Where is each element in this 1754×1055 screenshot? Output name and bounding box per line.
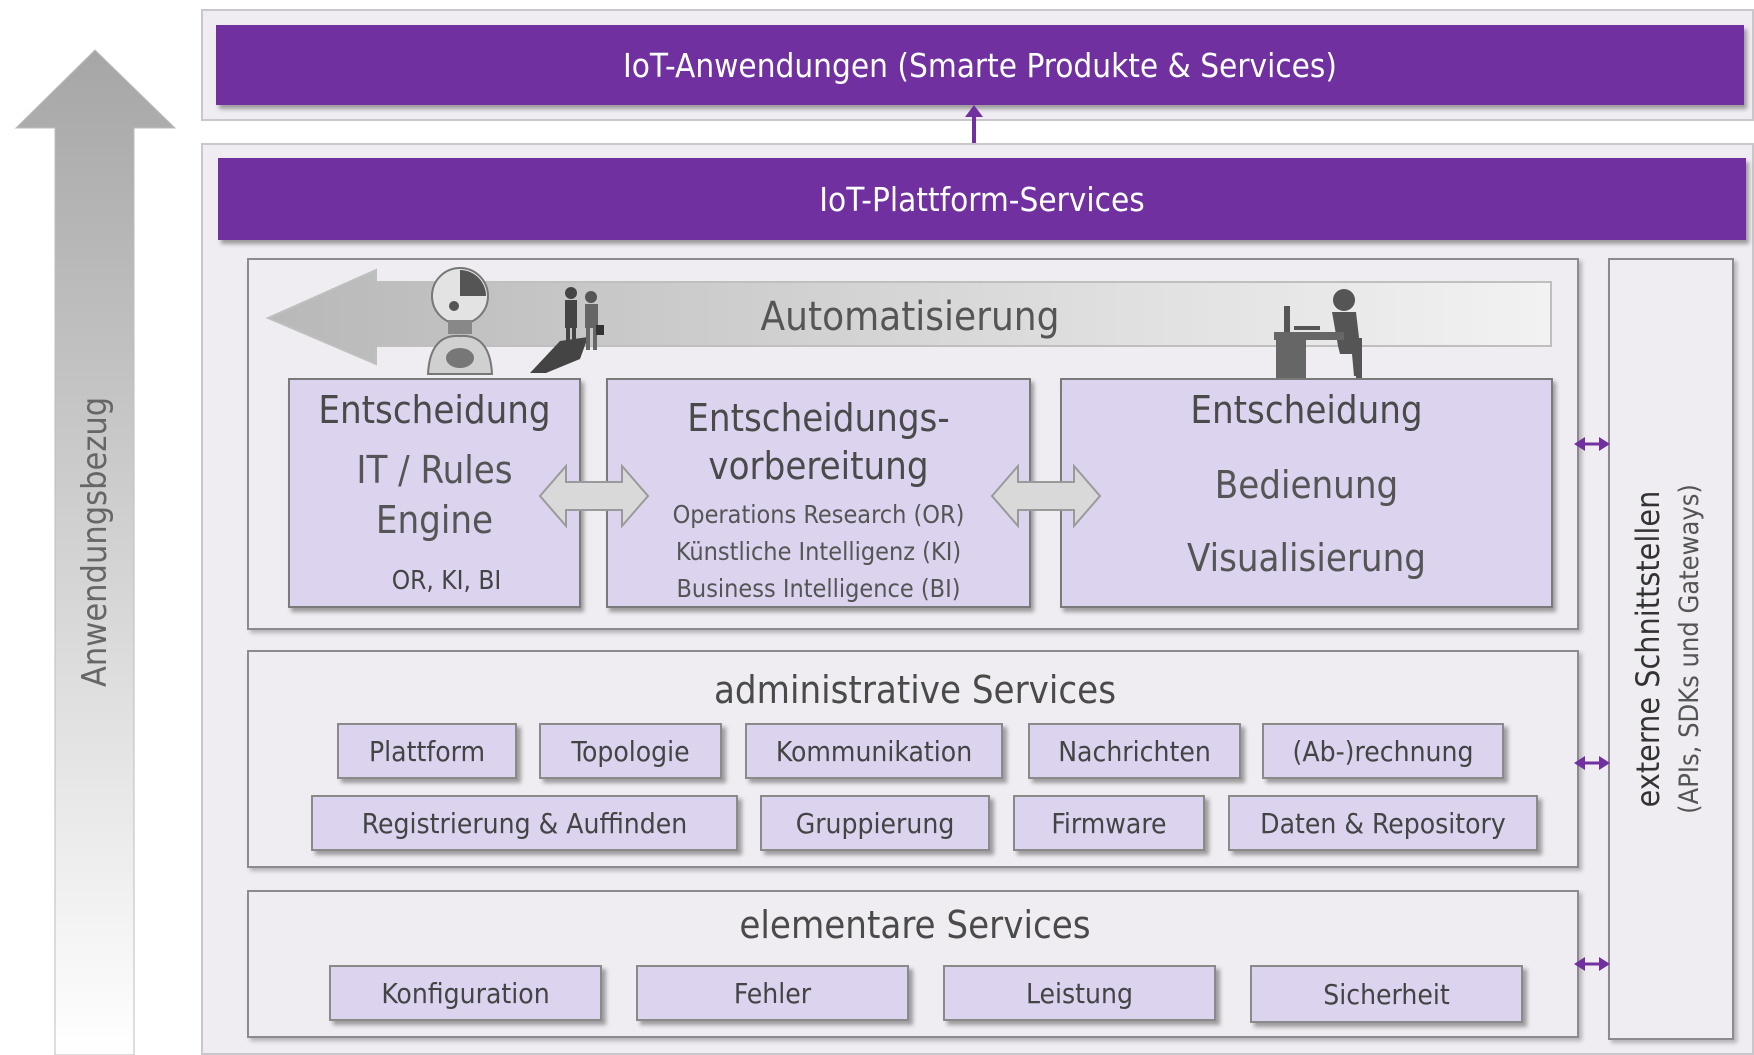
service-chip-fehler: Fehler xyxy=(636,965,909,1021)
horizontal-double-arrow-icon xyxy=(1574,437,1610,451)
service-chip-sicherheit: Sicherheit xyxy=(1250,965,1523,1023)
method-item: Künstliche Intelligenz (KI) xyxy=(675,537,962,566)
person-at-desk-icon xyxy=(1274,289,1362,380)
elementary-services-title: elementare Services xyxy=(739,903,1091,947)
administrative-services-title: administrative Services xyxy=(713,668,1117,712)
service-chip-registrierung: Registrierung & Auffinden xyxy=(311,795,738,851)
decision-box-it-rules: Entscheidung IT / Rules Engine OR, KI, B… xyxy=(288,378,581,608)
decision-box-line: Visualisierung xyxy=(1187,536,1426,580)
horizontal-double-arrow-icon xyxy=(1574,756,1610,770)
horizontal-double-arrow-icon xyxy=(1574,957,1610,971)
service-chip-leistung: Leistung xyxy=(943,965,1216,1021)
business-people-icon xyxy=(565,287,604,354)
external-interfaces-label: externe Schnittstellen (APIs, SDKs und G… xyxy=(1626,349,1716,949)
external-interfaces-title: externe Schnittstellen xyxy=(1629,490,1667,808)
service-chip-firmware: Firmware xyxy=(1013,795,1205,851)
double-arrow-icon xyxy=(990,463,1102,529)
decision-box-line: IT / Rules xyxy=(356,448,513,492)
decision-box-operation: Entscheidung Bedienung Visualisierung xyxy=(1060,378,1553,608)
service-chip-kommunikation: Kommunikation xyxy=(745,723,1003,779)
automation-label: Automatisierung xyxy=(760,294,1060,340)
external-interfaces-subtitle: (APIs, SDKs und Gateways) xyxy=(1674,484,1705,814)
double-arrow-icon xyxy=(538,463,650,529)
service-chip-plattform: Plattform xyxy=(337,723,517,779)
decision-preparation-box: Entscheidungs- vorbereitung Operations R… xyxy=(606,378,1031,608)
decision-box-line: Bedienung xyxy=(1214,463,1399,507)
decision-box-title: Entscheidung xyxy=(1190,388,1423,432)
service-chip-nachrichten: Nachrichten xyxy=(1028,723,1241,779)
decision-box-title: Entscheidungs- xyxy=(687,396,950,440)
robot-icon xyxy=(426,267,494,375)
decision-box-line: Engine xyxy=(375,498,494,542)
iot-applications-bar: IoT-Anwendungen (Smarte Produkte & Servi… xyxy=(216,25,1744,105)
iot-platform-services-bar: IoT-Plattform-Services xyxy=(218,158,1746,240)
external-interfaces-panel xyxy=(1608,258,1734,1040)
service-chip-konfiguration: Konfiguration xyxy=(329,965,602,1021)
service-chip-abrechnung: (Ab-)rechnung xyxy=(1262,723,1504,779)
decision-box-title: Entscheidung xyxy=(318,388,551,432)
service-chip-daten-repository: Daten & Repository xyxy=(1228,795,1538,851)
method-item: Operations Research (OR) xyxy=(672,500,965,529)
application-axis-arrow xyxy=(14,49,177,1055)
decision-box-line: OR, KI, BI xyxy=(391,566,502,596)
service-chip-gruppierung: Gruppierung xyxy=(760,795,990,851)
axis-label: Anwendungsbezug xyxy=(75,396,115,687)
service-chip-topologie: Topologie xyxy=(539,723,722,779)
method-item: Business Intelligence (BI) xyxy=(676,574,961,603)
decision-box-title: vorbereitung xyxy=(708,444,929,488)
